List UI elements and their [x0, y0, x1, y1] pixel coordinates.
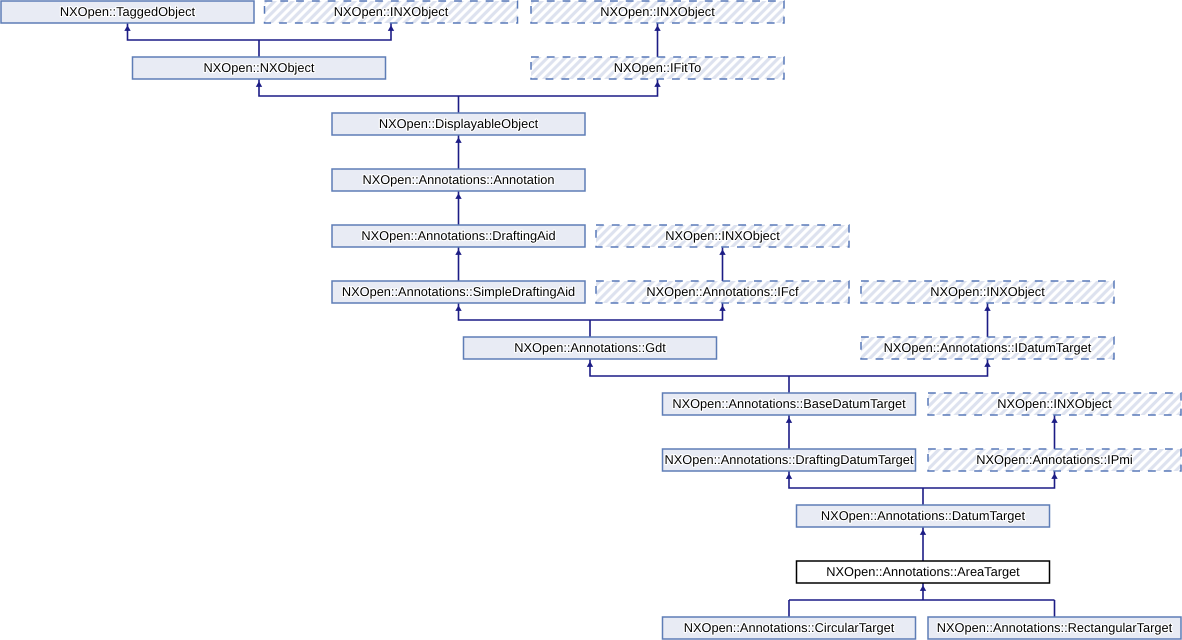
svg-text:NXOpen::Annotations::Rectangul: NXOpen::Annotations::RectangularTarget [937, 620, 1173, 635]
svg-text:NXOpen::Annotations::IFcf: NXOpen::Annotations::IFcf [646, 284, 799, 299]
svg-text:NXOpen::Annotations::CircularT: NXOpen::Annotations::CircularTarget [684, 620, 895, 635]
svg-text:NXOpen::NXObject: NXOpen::NXObject [204, 60, 315, 75]
svg-text:NXOpen::TaggedObject: NXOpen::TaggedObject [60, 4, 196, 19]
svg-text:NXOpen::Annotations::Annotatio: NXOpen::Annotations::Annotation [362, 172, 554, 187]
svg-text:NXOpen::INXObject: NXOpen::INXObject [334, 4, 449, 19]
svg-text:NXOpen::Annotations::BaseDatum: NXOpen::Annotations::BaseDatumTarget [672, 396, 906, 411]
svg-text:NXOpen::Annotations::DatumTarg: NXOpen::Annotations::DatumTarget [821, 508, 1026, 523]
svg-text:NXOpen::DisplayableObject: NXOpen::DisplayableObject [379, 116, 539, 131]
svg-text:NXOpen::Annotations::IDatumTar: NXOpen::Annotations::IDatumTarget [884, 340, 1092, 355]
svg-text:NXOpen::INXObject: NXOpen::INXObject [997, 396, 1112, 411]
svg-text:NXOpen::Annotations::SimpleDra: NXOpen::Annotations::SimpleDraftingAid [342, 284, 575, 299]
svg-text:NXOpen::Annotations::DraftingA: NXOpen::Annotations::DraftingAid [361, 228, 555, 243]
svg-text:NXOpen::Annotations::Gdt: NXOpen::Annotations::Gdt [514, 340, 666, 355]
svg-text:NXOpen::Annotations::IPmi: NXOpen::Annotations::IPmi [976, 452, 1133, 467]
svg-text:NXOpen::IFitTo: NXOpen::IFitTo [614, 60, 701, 75]
svg-text:NXOpen::INXObject: NXOpen::INXObject [600, 4, 715, 19]
svg-text:NXOpen::Annotations::AreaTarge: NXOpen::Annotations::AreaTarget [826, 564, 1020, 579]
svg-text:NXOpen::INXObject: NXOpen::INXObject [930, 284, 1045, 299]
svg-text:NXOpen::Annotations::DraftingD: NXOpen::Annotations::DraftingDatumTarget [665, 452, 914, 467]
svg-text:NXOpen::INXObject: NXOpen::INXObject [665, 228, 780, 243]
